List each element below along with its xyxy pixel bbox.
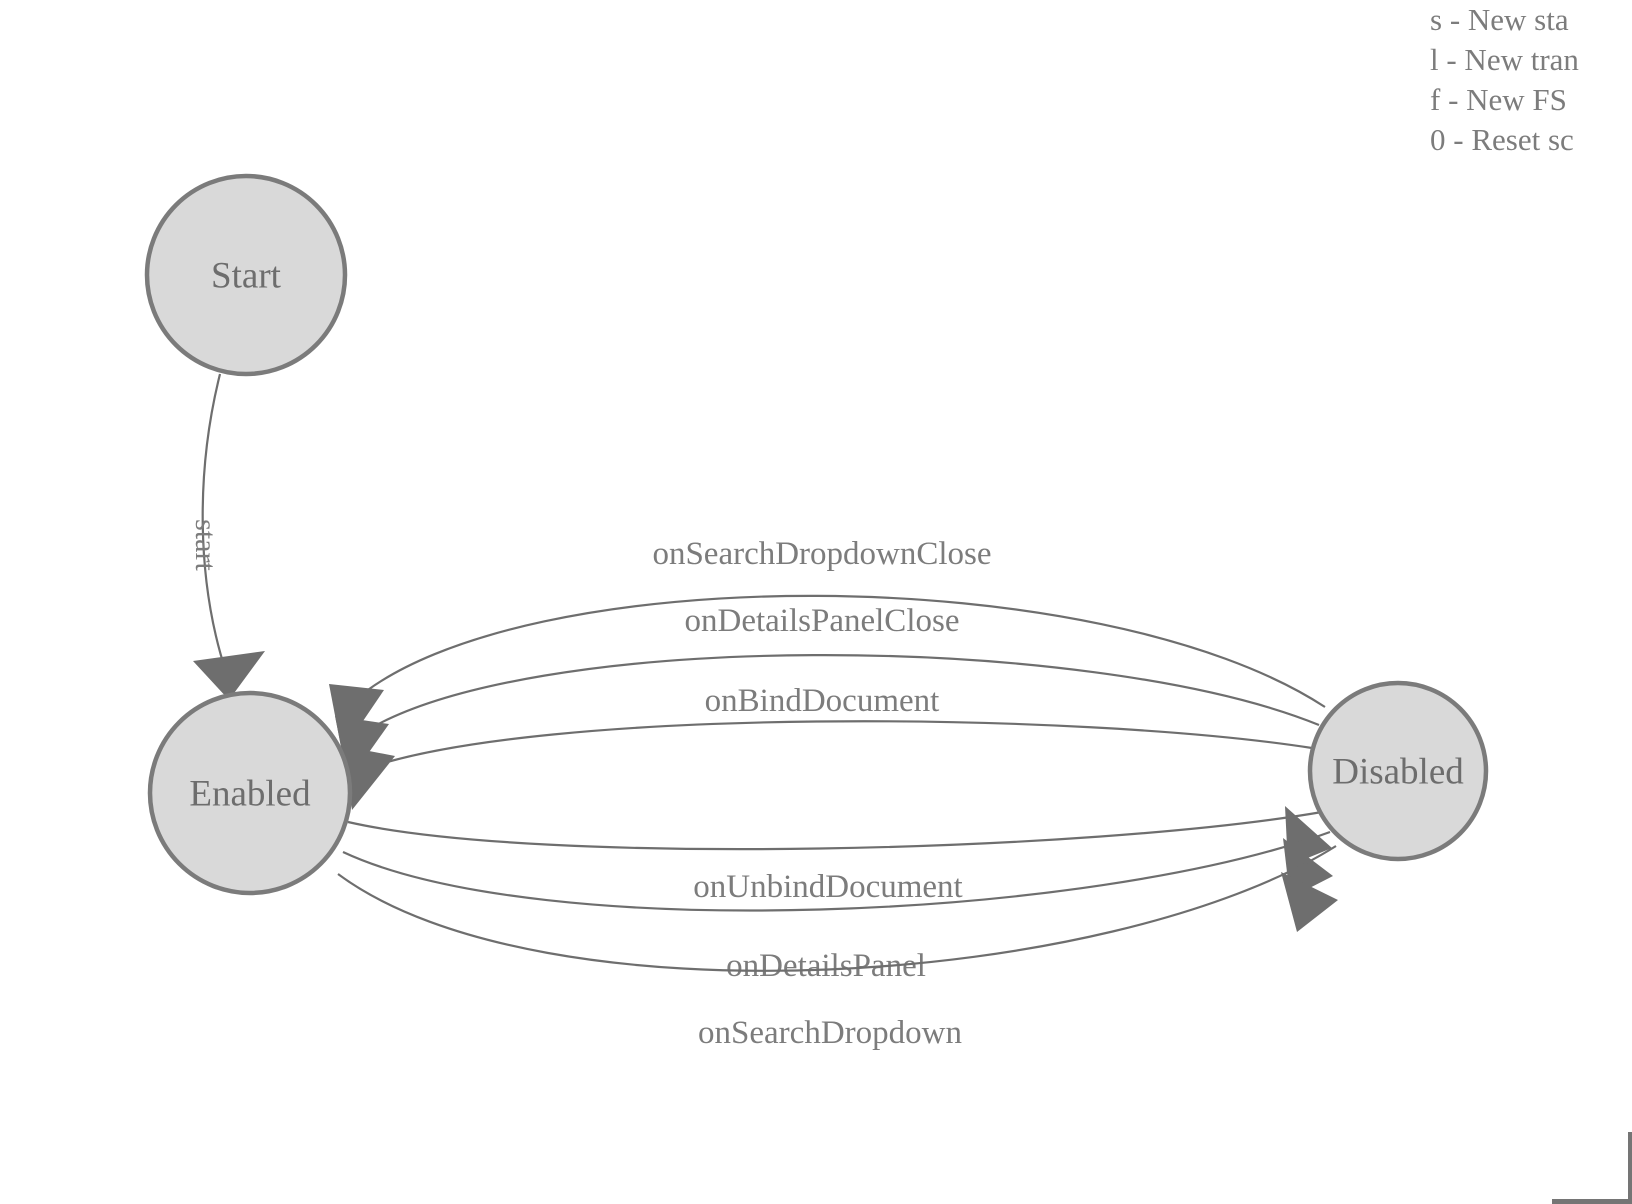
horizontal-scrollbar[interactable] [1552, 1199, 1628, 1204]
transition-enabled-to-disabled-unbind-document[interactable]: onUnbindDocument [347, 806, 1332, 905]
edge-arrowhead-on-search-dropdown [1281, 872, 1338, 932]
edge-path-on-search-dropdown[interactable] [337, 845, 1337, 972]
state-circle-disabled[interactable] [1307, 680, 1489, 862]
edge-label-on-unbind-document: onUnbindDocument [693, 869, 962, 905]
help-line-reset-scale: 0 - Reset sc [1430, 122, 1574, 157]
vertical-scrollbar[interactable] [1628, 1132, 1632, 1204]
transition-disabled-to-enabled-search-dropdown-close[interactable]: onSearchDropdownClose [329, 536, 1326, 752]
state-node-disabled[interactable]: Disabled [1307, 680, 1489, 862]
state-node-enabled[interactable]: Enabled [147, 690, 353, 896]
edge-label-on-details-panel-close: onDetailsPanelClose [685, 603, 960, 639]
edge-path-on-bind-document[interactable] [361, 720, 1313, 772]
edge-label-start: start [189, 519, 222, 571]
edge-label-on-bind-document: onBindDocument [705, 683, 940, 719]
transition-enabled-to-disabled-details-panel[interactable]: onDetailsPanel [342, 830, 1333, 984]
transition-start-to-enabled[interactable]: start [189, 373, 265, 700]
state-label-start: Start [211, 256, 282, 297]
state-label-enabled: Enabled [189, 774, 311, 815]
state-label-disabled: Disabled [1332, 752, 1464, 793]
edge-path-start[interactable] [201, 373, 228, 673]
state-node-start[interactable]: Start [144, 173, 348, 377]
edge-path-on-search-dropdown-close[interactable] [354, 594, 1326, 708]
edge-arrowhead-on-bind-document [343, 746, 395, 810]
help-line-new-fsm: f - New FS [1430, 82, 1567, 117]
edge-label-on-search-dropdown: onSearchDropdown [698, 1015, 962, 1051]
transition-disabled-to-enabled-bind-document[interactable]: onBindDocument [343, 683, 1313, 810]
help-line-new-state: s - New sta [1430, 2, 1569, 37]
help-line-new-transition: l - New tran [1430, 42, 1579, 77]
state-circle-start[interactable] [144, 173, 348, 377]
edge-label-on-search-dropdown-close: onSearchDropdownClose [652, 536, 991, 572]
keyboard-shortcuts-help: s - New sta l - New tran f - New FS 0 - … [1430, 0, 1632, 160]
edge-path-on-details-panel[interactable] [342, 830, 1331, 912]
transition-enabled-to-disabled-search-dropdown[interactable]: onSearchDropdown [337, 845, 1338, 1051]
edge-path-on-details-panel-close[interactable] [357, 654, 1320, 737]
edge-path-on-unbind-document[interactable] [347, 810, 1323, 851]
state-circle-enabled[interactable] [147, 690, 353, 896]
edge-arrowhead-start [193, 651, 265, 700]
